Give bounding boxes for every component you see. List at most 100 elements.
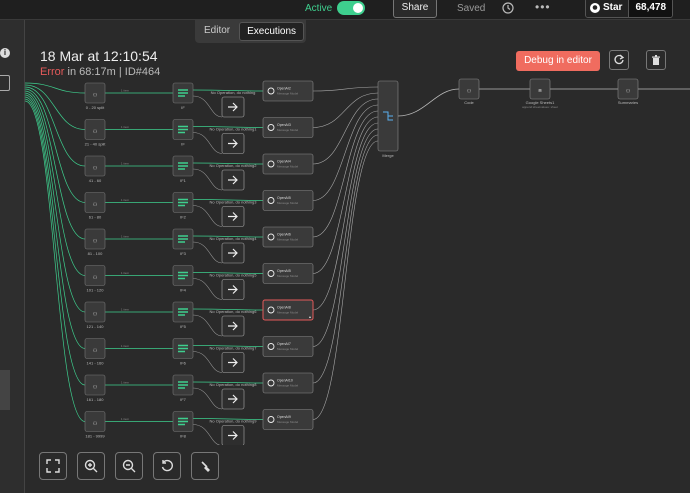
edge-filter-openai [192,381,264,384]
sidebar-panel-icon[interactable] [0,75,10,91]
openai-node[interactable] [262,226,314,248]
code-node[interactable] [84,192,106,213]
zoom-out-icon [122,459,136,473]
if-node-label: IF7 [180,397,187,402]
code-node[interactable] [84,265,106,286]
edge-item-count: 1 item [121,125,130,129]
noop-node[interactable] [221,352,245,373]
share-button[interactable]: Share [393,0,437,18]
active-toggle[interactable] [337,1,365,15]
openai-node[interactable] [262,372,314,394]
noop-node[interactable] [221,315,245,337]
fit-view-button[interactable] [39,452,67,480]
openai-node[interactable] [262,117,314,138]
openai-node[interactable] [262,153,314,175]
noop-node[interactable] [221,96,245,118]
openai-node[interactable] [262,409,314,430]
noop-node[interactable] [221,206,245,227]
if-node[interactable] [172,265,194,286]
filter-icon [178,271,188,280]
openai-node-box [262,153,314,175]
noop-node[interactable] [221,425,245,446]
if-node-label: IF [181,142,185,147]
if-node[interactable] [172,192,194,213]
if-node[interactable] [172,338,194,359]
if-node[interactable] [172,374,194,396]
code-node[interactable] [84,119,106,140]
if-node[interactable] [172,82,194,104]
github-star-button[interactable]: Star [586,0,629,17]
delete-button[interactable] [646,50,666,70]
fit-view-icon [46,459,60,473]
code-node[interactable] [84,338,106,359]
more-options-icon[interactable]: ••• [535,0,551,14]
openai-node[interactable] [262,336,314,357]
openai-node-error[interactable] [262,299,314,321]
debug-in-editor-button[interactable]: Debug in editor [516,51,600,71]
clean-up-button[interactable] [191,452,219,480]
arrow-right-icon [228,431,238,440]
code-node-box [84,119,106,140]
openai-node-box [262,226,314,248]
trash-icon [652,55,660,65]
view-tabs: Editor Executions [195,20,307,43]
edge-openai-merge [312,110,379,238]
downstream-node[interactable] [529,78,551,100]
github-star-group[interactable]: Star 68,478 [585,0,674,18]
code-node-box [84,374,106,396]
noop-node-label: No Operation, do nothing5 [210,273,258,278]
code-node[interactable] [84,155,106,177]
openai-node-subtitle: Message Model [277,347,299,351]
if-node[interactable] [172,155,194,177]
edge-filter-noop [192,278,223,300]
history-icon[interactable] [501,1,515,15]
edge-trigger [25,86,86,167]
downstream-node[interactable] [458,78,480,100]
edge-item-count: 1 item [121,344,130,348]
merge-node[interactable] [377,80,399,152]
active-label: Active [305,3,333,14]
zoom-in-button[interactable] [77,452,105,480]
code-node-box [84,338,106,359]
code-node[interactable] [84,301,106,323]
reset-zoom-button[interactable] [153,452,181,480]
edge-filter-openai [192,345,264,347]
execution-datetime: 18 Mar at 12:10:54 [40,48,158,64]
code-node[interactable] [84,82,106,104]
if-node[interactable] [172,411,194,432]
openai-node[interactable] [262,80,314,102]
code-node[interactable] [84,228,106,250]
code-node[interactable] [84,374,106,396]
if-node[interactable] [172,228,194,250]
noop-node[interactable] [221,242,245,264]
nodes [84,78,639,446]
noop-node[interactable] [221,388,245,410]
noop-node[interactable] [221,169,245,191]
openai-node-box [262,263,314,284]
noop-node[interactable] [221,279,245,300]
noop-node[interactable] [221,133,245,154]
arrow-right-icon [228,175,238,185]
code-node[interactable] [84,411,106,432]
edge-item-count: 1 item [121,162,130,166]
zoom-out-button[interactable] [115,452,143,480]
tab-editor[interactable]: Editor [204,25,231,36]
openai-node[interactable] [262,190,314,211]
retry-button[interactable] [609,50,629,70]
if-node[interactable] [172,301,194,323]
tab-executions[interactable]: Executions [239,22,305,41]
downstream-node[interactable] [617,78,639,100]
code-node-box [84,265,106,286]
downstream-node-box [529,78,551,100]
info-icon[interactable]: i [0,48,10,58]
openai-node-title: OpenAI2 [277,87,291,91]
code-node-box [84,82,106,104]
if-node[interactable] [172,119,194,140]
edge-item-count: 1 item [121,271,130,275]
edge-filter-noop [192,351,223,373]
zoom-in-icon [84,459,98,473]
openai-node-box [262,336,314,357]
openai-node[interactable] [262,263,314,284]
filter-icon [178,381,188,389]
